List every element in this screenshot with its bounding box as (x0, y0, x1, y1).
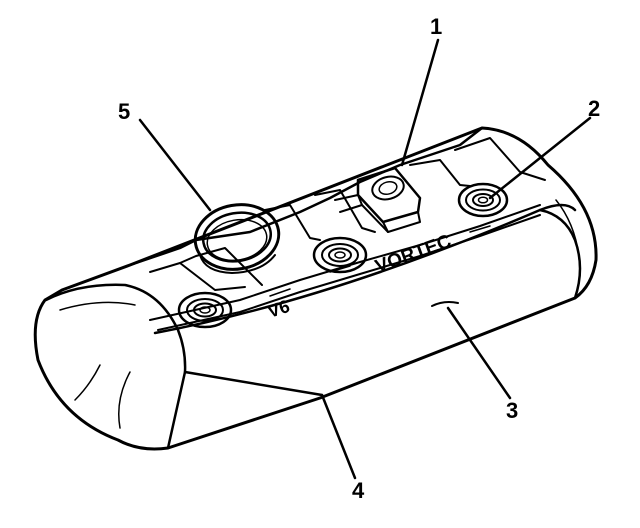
oil-fill-grommet (193, 203, 281, 274)
callout-3: 3 (506, 398, 518, 423)
leader-lines (138, 38, 592, 480)
fastener-boss-left (177, 291, 233, 329)
top-ridge (128, 126, 546, 331)
cast-marking-vortec: VORTEC (373, 231, 455, 278)
leader-line-1 (400, 38, 440, 167)
leader-line-4 (320, 393, 357, 480)
callout-4: 4 (352, 478, 365, 503)
fastener-boss-center (312, 236, 368, 274)
callout-1: 1 (430, 14, 442, 39)
callout-2: 2 (588, 96, 600, 121)
breather-fitting (334, 166, 422, 233)
callouts: 1 2 3 4 5 (118, 14, 600, 503)
leader-line-5 (138, 118, 212, 212)
leader-line-3 (446, 306, 512, 400)
cover-body (33, 126, 598, 451)
fastener-boss-right (457, 182, 509, 218)
cast-marking-vortec-text: VORTEC (373, 231, 455, 278)
callout-5: 5 (118, 99, 130, 124)
leader-line-2 (488, 116, 592, 200)
